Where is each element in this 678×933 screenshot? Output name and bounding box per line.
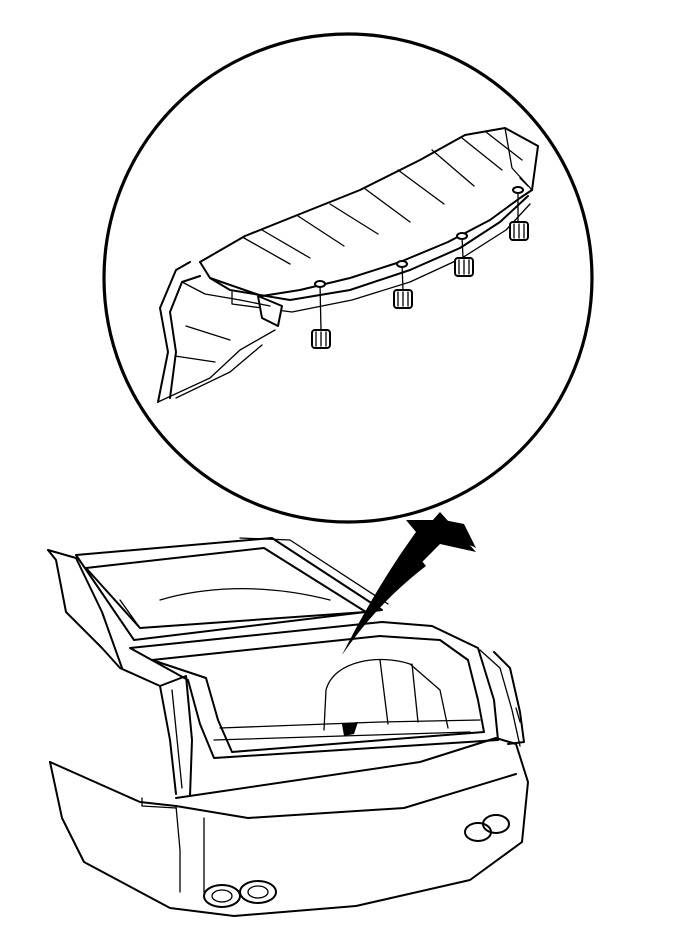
detail-callout (102, 32, 594, 524)
exhaust-tips (203, 814, 510, 908)
fastener-3 (454, 232, 474, 277)
fastener-4 (509, 186, 529, 241)
fasteners (311, 186, 529, 349)
exhaust-tip-left-2 (239, 880, 277, 904)
spoiler-body (199, 127, 539, 327)
exhaust-tip-right-1 (464, 822, 492, 842)
fastener-2 (393, 260, 413, 309)
deck-lid-section (157, 261, 276, 403)
trunk-opening (129, 621, 521, 759)
exhaust-tip-left-1 (203, 884, 241, 908)
body-sides (47, 549, 525, 809)
callout-circle (102, 32, 594, 524)
exhaust-tip-right-2 (482, 814, 510, 834)
vehicle-rear (47, 537, 529, 917)
trunk-lid (47, 537, 389, 669)
fastener-1 (311, 280, 331, 349)
rear-bumper (49, 737, 529, 917)
